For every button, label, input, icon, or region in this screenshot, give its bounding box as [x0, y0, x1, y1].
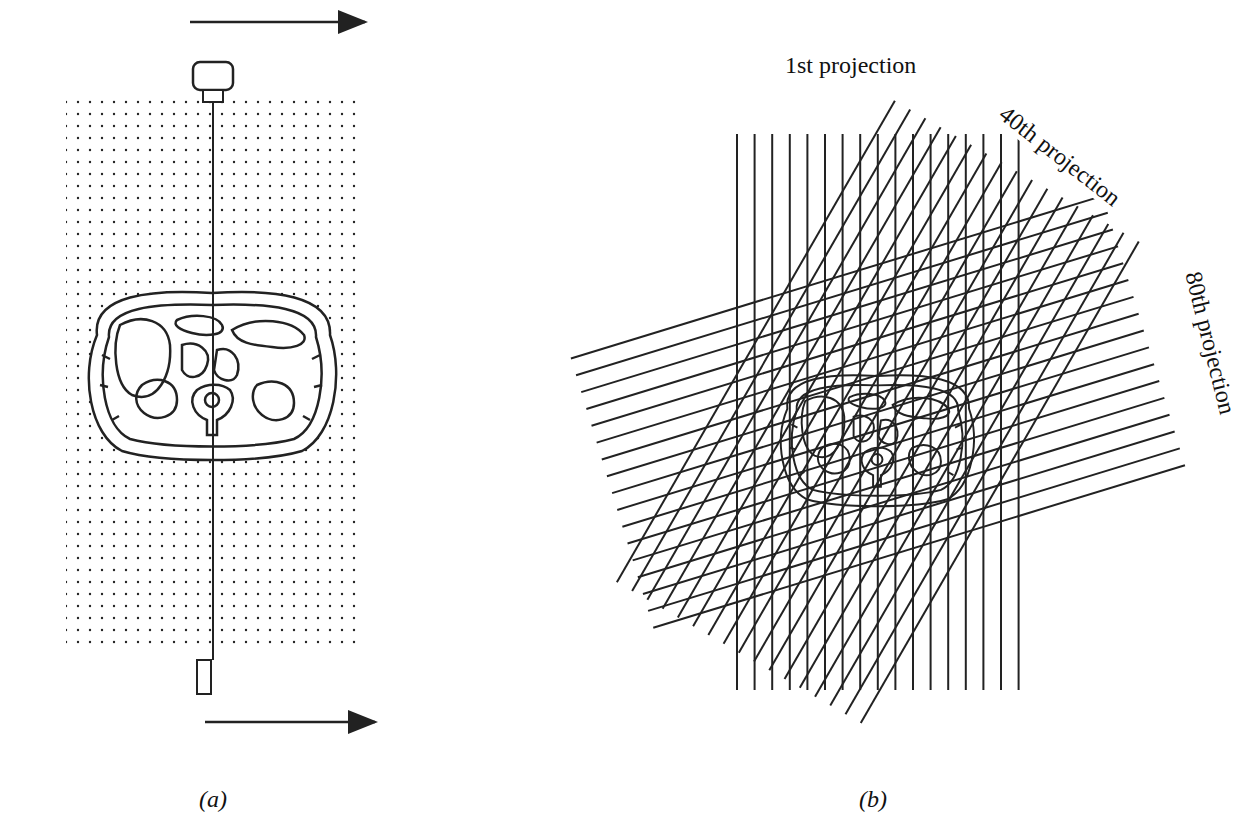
ray-line [622, 364, 1154, 527]
ray-line [586, 246, 1118, 409]
ray-line [607, 314, 1139, 477]
ray-line [800, 206, 1078, 688]
ray-line [771, 134, 773, 690]
ray-line [597, 280, 1129, 443]
projection-rays [571, 196, 1185, 628]
ray-line [648, 448, 1180, 611]
ray-line [628, 381, 1160, 544]
ray-line [894, 134, 896, 690]
ray-line [965, 134, 967, 690]
ray-line [617, 101, 895, 583]
ray-line [982, 134, 984, 690]
projection-label: 80th projection [1179, 266, 1241, 420]
ray-line [592, 263, 1124, 426]
panel-label: (a) [196, 786, 230, 812]
ray-line [643, 432, 1175, 595]
ray-line [859, 134, 861, 690]
ray-line [678, 136, 956, 618]
ray-line [571, 196, 1103, 359]
ray-line [789, 134, 791, 690]
ray-line [576, 213, 1108, 376]
ray-line [912, 134, 914, 690]
ray-line [602, 297, 1134, 460]
ray-line [653, 465, 1185, 628]
panel-label: (b) [856, 786, 890, 812]
projection-label: 1st projection [782, 52, 919, 78]
ray-line [769, 189, 1047, 671]
ray-line [754, 180, 1032, 662]
ray-line [724, 162, 1002, 644]
ray-line [612, 331, 1144, 494]
ray-line [633, 398, 1165, 561]
ray-line [638, 415, 1170, 578]
ray-line [842, 134, 844, 690]
ray-line [617, 347, 1149, 510]
projection-label: 40th projection [992, 99, 1128, 213]
ray-line [581, 230, 1113, 393]
ray-line [708, 154, 986, 636]
ray-line [861, 242, 1139, 724]
